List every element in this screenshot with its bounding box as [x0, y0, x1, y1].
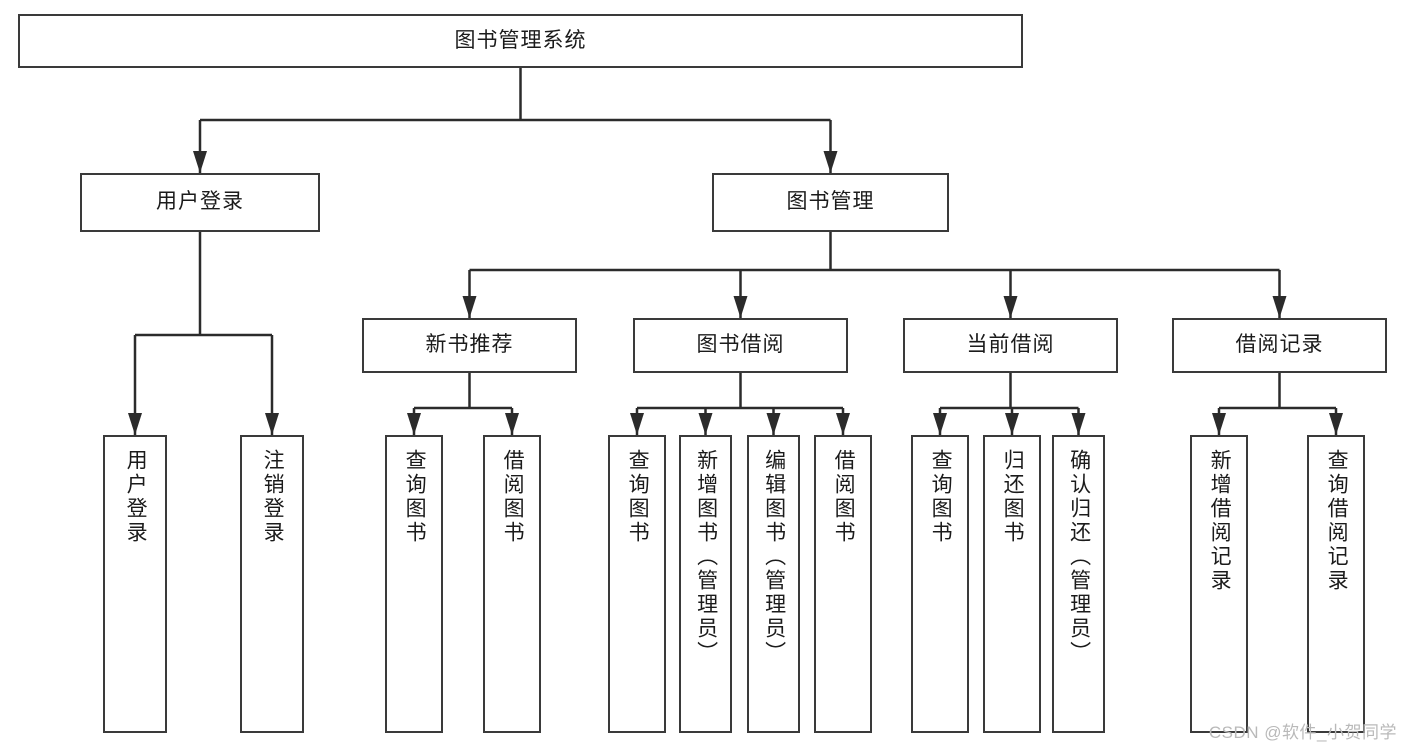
node-borrow-add[interactable]: 新增图书（管理员）	[679, 435, 732, 733]
node-borrow-b[interactable]: 借阅图书	[814, 435, 872, 733]
node-borrow-edit[interactable]: 编辑图书（管理员）	[747, 435, 800, 733]
node-rec-q[interactable]: 查询借阅记录	[1307, 435, 1365, 733]
node-label-current: 当前借阅	[966, 333, 1055, 357]
node-login-out[interactable]: 注销登录	[240, 435, 304, 733]
node-login[interactable]: 用户登录	[80, 173, 320, 232]
node-label-borrow: 图书借阅	[696, 333, 785, 357]
node-newrec[interactable]: 新书推荐	[362, 318, 577, 373]
arrow-head-login-0	[128, 413, 142, 435]
node-label-newrec-q: 查询图书	[403, 449, 427, 545]
node-label-login-out: 注销登录	[261, 449, 285, 545]
arrow-head-bookmgmt-3	[1272, 296, 1287, 318]
node-label-newrec-b: 借阅图书	[501, 449, 525, 545]
node-label-borrow-add: 新增图书（管理员）	[694, 449, 718, 665]
arrow-head-records-1	[1329, 413, 1343, 435]
arrow-head-root-0	[193, 151, 207, 173]
arrow-head-current-1	[1005, 413, 1019, 435]
arrow-head-bookmgmt-1	[733, 296, 748, 318]
arrow-head-borrow-0	[630, 413, 644, 435]
node-login-in[interactable]: 用户登录	[103, 435, 167, 733]
arrow-head-login-1	[265, 413, 279, 435]
node-cur-q[interactable]: 查询图书	[911, 435, 969, 733]
node-borrow-q[interactable]: 查询图书	[608, 435, 666, 733]
node-current[interactable]: 当前借阅	[903, 318, 1118, 373]
node-label-login: 用户登录	[156, 190, 244, 214]
node-label-borrow-edit: 编辑图书（管理员）	[762, 449, 786, 665]
arrow-head-borrow-1	[698, 413, 713, 435]
node-label-cur-q: 查询图书	[929, 449, 953, 545]
node-label-cur-conf: 确认归还（管理员）	[1067, 449, 1091, 665]
arrow-head-bookmgmt-2	[1003, 296, 1018, 318]
arrow-head-current-2	[1071, 413, 1086, 435]
arrow-head-newrec-1	[505, 413, 519, 435]
node-borrow[interactable]: 图书借阅	[633, 318, 848, 373]
node-label-records: 借阅记录	[1235, 333, 1324, 357]
arrow-head-bookmgmt-0	[462, 296, 477, 318]
node-label-cur-ret: 归还图书	[1001, 449, 1025, 545]
arrow-head-records-0	[1212, 413, 1226, 435]
watermark-label: CSDN @软件_小贺同学	[1208, 723, 1397, 742]
arrow-head-newrec-0	[407, 413, 421, 435]
node-cur-ret[interactable]: 归还图书	[983, 435, 1041, 733]
arrow-head-borrow-2	[766, 413, 781, 435]
node-newrec-b[interactable]: 借阅图书	[483, 435, 541, 733]
node-records[interactable]: 借阅记录	[1172, 318, 1387, 373]
node-bookmgmt[interactable]: 图书管理	[712, 173, 949, 232]
node-label-borrow-q: 查询图书	[626, 449, 650, 545]
arrow-head-root-1	[823, 151, 838, 173]
node-newrec-q[interactable]: 查询图书	[385, 435, 443, 733]
arrow-head-borrow-3	[836, 413, 850, 435]
node-label-newrec: 新书推荐	[425, 333, 514, 357]
arrow-head-current-0	[933, 413, 947, 435]
node-label-root: 图书管理系统	[454, 28, 587, 52]
node-label-rec-q: 查询借阅记录	[1325, 449, 1349, 593]
node-label-login-in: 用户登录	[124, 449, 148, 545]
node-root[interactable]: 图书管理系统	[18, 14, 1023, 68]
node-cur-conf[interactable]: 确认归还（管理员）	[1052, 435, 1105, 733]
node-rec-add[interactable]: 新增借阅记录	[1190, 435, 1248, 733]
node-label-borrow-b: 借阅图书	[832, 449, 856, 545]
node-label-rec-add: 新增借阅记录	[1208, 449, 1232, 593]
node-label-bookmgmt: 图书管理	[786, 190, 875, 214]
